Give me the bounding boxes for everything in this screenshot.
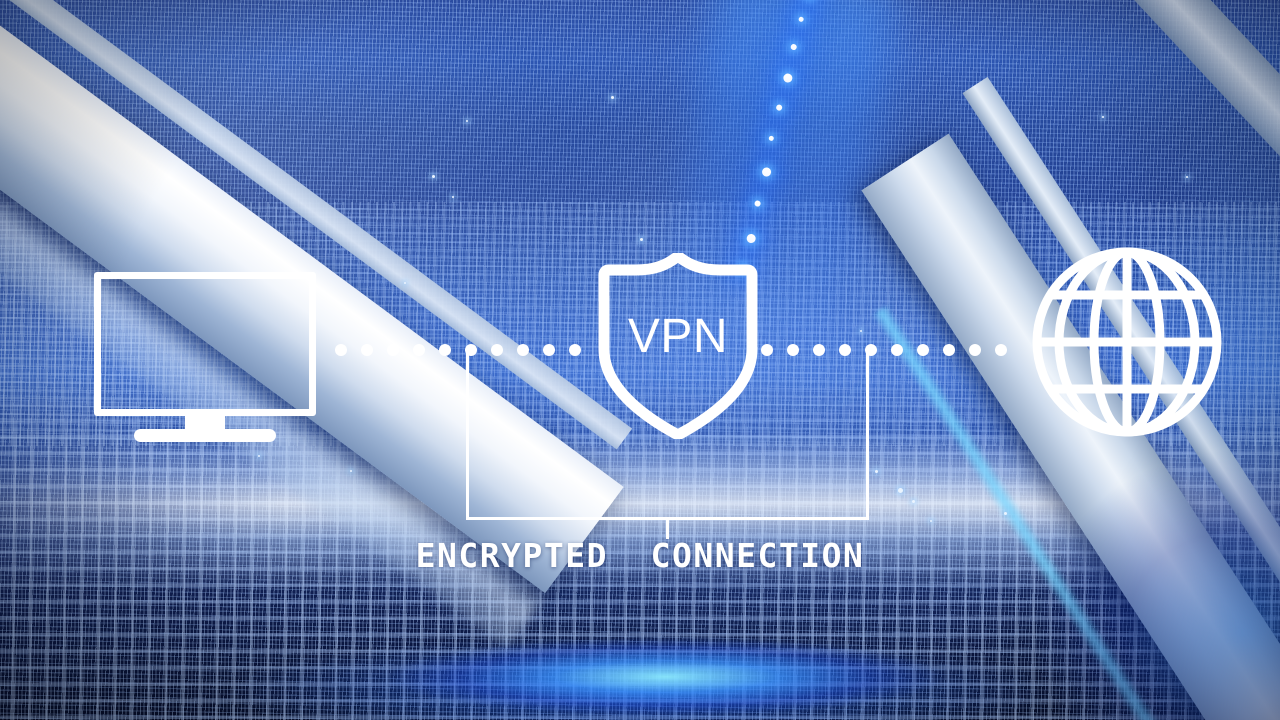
vpn-shield-icon[interactable] [596,253,760,439]
connection-dot [891,344,903,356]
connection-dot [387,344,399,356]
connection-dot [517,344,529,356]
vpn-shield-label: VPN [627,310,729,363]
callout-tick-center [666,517,669,539]
connection-dot [361,344,373,356]
connection-dot [761,344,773,356]
connection-dot [491,344,503,356]
monitor-icon[interactable] [94,272,316,444]
callout-line-right [866,352,869,520]
connection-dot [569,344,581,356]
connection-dot [439,344,451,356]
encrypted-connection-caption: ENCRYPTED CONNECTION [415,536,865,575]
connection-dot [839,344,851,356]
globe-icon[interactable] [1030,245,1224,439]
connection-dot [335,344,347,356]
monitor-neck [185,416,225,431]
shield-outline [598,253,758,439]
connection-dot [413,344,425,356]
connection-dot [813,344,825,356]
connection-dot [943,344,955,356]
connection-dot [969,344,981,356]
connection-dot [917,344,929,356]
connection-dot [787,344,799,356]
connection-dot [995,344,1007,356]
connection-dot [543,344,555,356]
monitor-base [134,429,276,442]
callout-line-left [466,352,469,520]
monitor-screen-outline [94,272,316,416]
